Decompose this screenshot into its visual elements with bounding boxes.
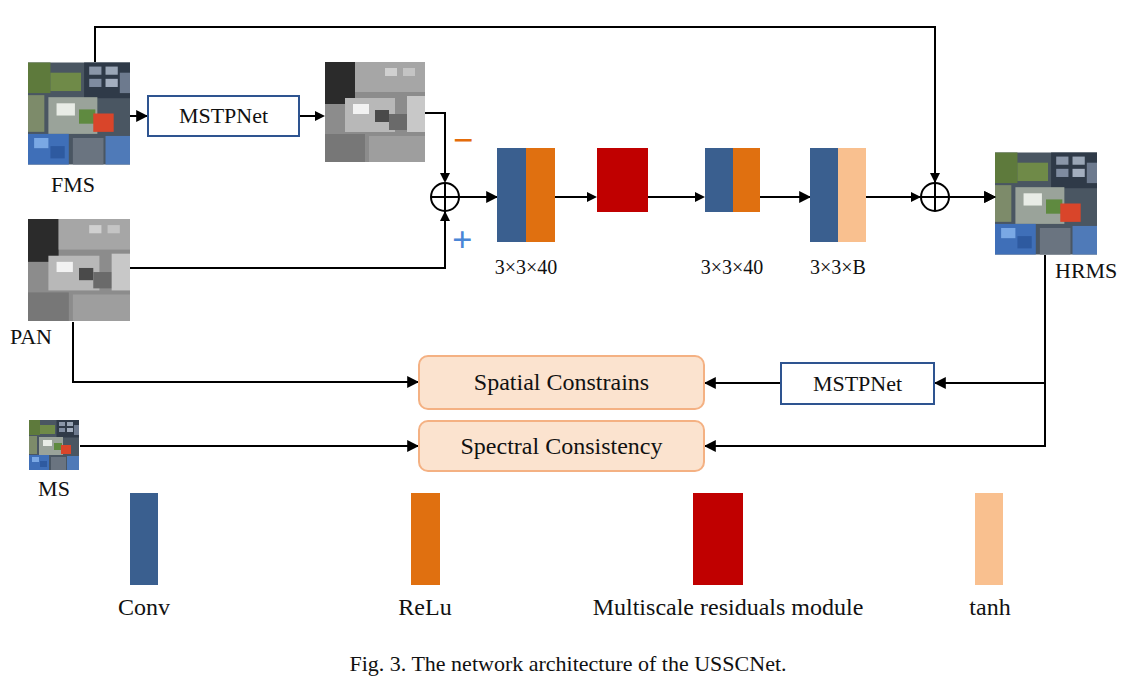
connector-arrow (130, 115, 147, 117)
figure-caption: Fig. 3. The network architecture of the … (349, 651, 786, 677)
kernel-size: 3×3×40 (495, 256, 558, 279)
image-node: PAN (28, 218, 130, 322)
wire (425, 113, 445, 176)
arrowhead (695, 192, 705, 202)
connector-arrow (80, 445, 418, 447)
arrowhead (587, 192, 597, 202)
ms-image (29, 420, 79, 470)
connector-arrow (935, 255, 1045, 383)
activation-bar (733, 148, 760, 212)
fms-image (28, 63, 130, 165)
conv-layer-bar (497, 148, 526, 242)
box-label: Spatial Constrains (474, 369, 649, 396)
wire (648, 196, 698, 198)
conv-block: 3×3×40 (705, 148, 760, 212)
legend-label: Multiscale residuals module (593, 594, 864, 621)
connector-arrow (130, 197, 497, 268)
conv-layer-bar (810, 148, 838, 242)
image-node: HRMS (995, 152, 1097, 255)
sign-label: + (452, 222, 473, 258)
sign-label: − (453, 122, 474, 158)
multiscale-residual-block (597, 148, 648, 212)
kernel-size: 3×3×40 (701, 256, 764, 279)
image-node: MS (28, 420, 80, 470)
image-label: PAN (10, 324, 52, 349)
conv-block: 3×3×40 (497, 148, 555, 242)
connector-arrow (705, 382, 780, 384)
legend-label: tanh (969, 594, 1010, 621)
loss-box: Spectral Consistency (418, 420, 705, 472)
pan-image (28, 219, 130, 321)
image-label: MS (38, 476, 70, 501)
gray-output-image (325, 62, 425, 162)
activation-bar (838, 148, 866, 242)
network-box: MSTPNet (780, 362, 935, 405)
legend-label: Conv (118, 594, 170, 621)
connector-arrow (705, 255, 1045, 446)
box-label: Spectral Consistency (461, 433, 663, 460)
kernel-size: 3×3×B (810, 256, 866, 279)
legend-swatch (693, 493, 743, 585)
box-label: MSTPNet (179, 103, 268, 129)
activation-bar (526, 148, 555, 242)
conv-layer-bar (705, 148, 733, 212)
connector-arrow (760, 196, 810, 198)
legend-swatch (975, 493, 1003, 585)
legend-swatch (130, 493, 158, 585)
hrms-image (995, 153, 1097, 255)
wire (555, 196, 590, 198)
network-box: MSTPNet (147, 95, 300, 137)
legend-label: ReLu (398, 594, 451, 621)
box-label: MSTPNet (813, 371, 902, 397)
arrowhead (315, 111, 325, 121)
connector-arrow (73, 322, 418, 382)
image-node: FMS (28, 62, 130, 165)
image-label: FMS (51, 172, 95, 197)
image-label: HRMS (1055, 258, 1117, 283)
arrowhead (440, 173, 450, 183)
conv-block: 3×3×B (810, 148, 866, 242)
loss-box: Spatial Constrains (418, 355, 705, 410)
legend-swatch (411, 493, 440, 585)
